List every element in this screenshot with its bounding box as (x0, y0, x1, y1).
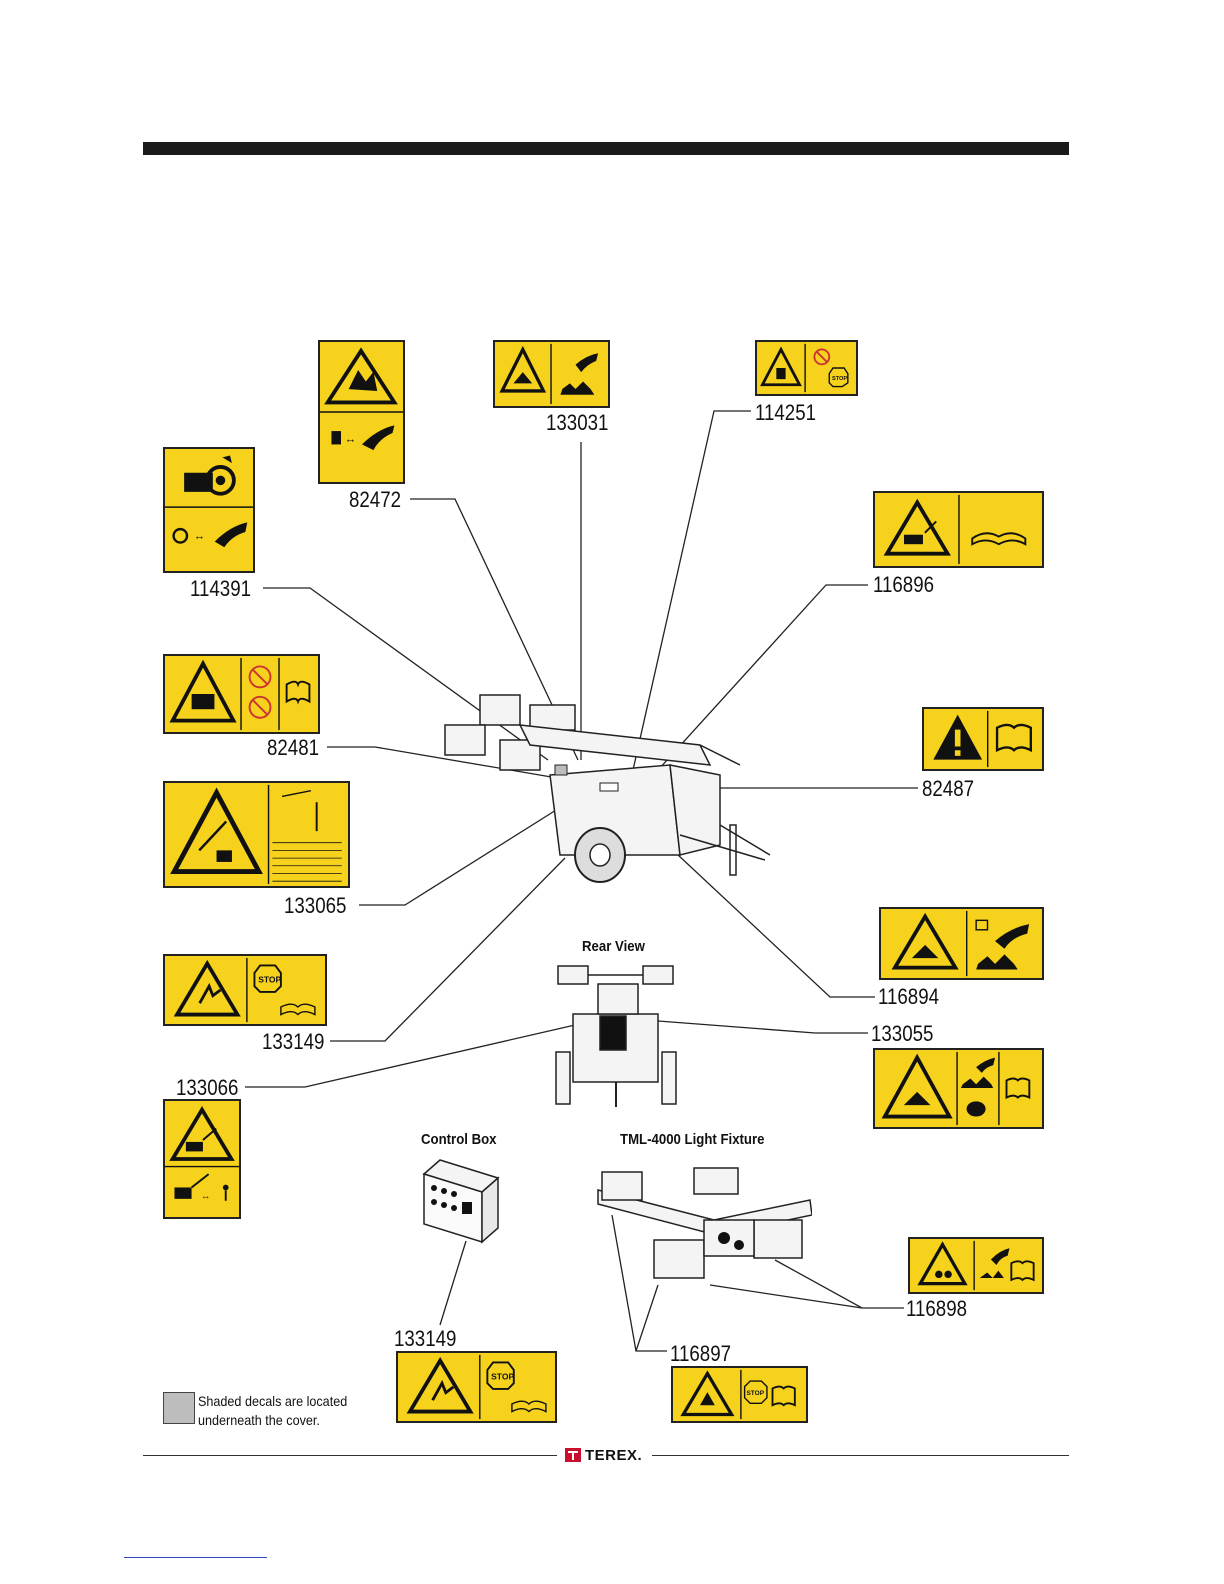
decal-116897: STOP (671, 1366, 808, 1423)
part-number: 133065 (284, 895, 346, 917)
electric-shock-warning-icon: STOP (398, 1353, 555, 1421)
electric-shock-warning-icon: STOP (165, 956, 325, 1024)
part-number: 133066 (176, 1077, 238, 1099)
decal-133031 (493, 340, 610, 408)
electrocution-warning-icon (165, 783, 348, 886)
brand-text: TEREX. (585, 1447, 642, 1464)
hot-surface-warning-icon (495, 342, 608, 406)
decal-82472: ↔ (318, 340, 405, 484)
header-rule (143, 142, 1069, 155)
battery-explosion-warning-icon (165, 656, 318, 732)
decal-114251: STOP (755, 340, 858, 396)
svg-text:STOP: STOP (832, 376, 847, 382)
legend-line-1: Shaded decals are located (198, 1392, 347, 1411)
part-number: 133149 (394, 1328, 456, 1350)
decal-133065 (163, 781, 350, 888)
control-box-caption: Control Box (421, 1131, 497, 1148)
decal-133149: STOP (163, 954, 327, 1026)
pinch-warning-icon: ↔ (320, 342, 403, 482)
footer-rule-right (652, 1455, 1069, 1456)
light-fixture-caption: TML-4000 Light Fixture (620, 1131, 764, 1148)
svg-text:STOP: STOP (258, 974, 281, 984)
part-number: 133055 (871, 1023, 933, 1045)
control-box-illustration (418, 1156, 500, 1244)
legend-line-2: underneath the cover. (198, 1411, 347, 1430)
belt-entanglement-icon: ↔ (165, 449, 253, 571)
part-number: 116896 (873, 574, 934, 596)
decal-82481 (163, 654, 320, 734)
page-link-underline[interactable] (124, 1557, 267, 1558)
part-number: 116898 (906, 1298, 967, 1320)
part-number: 116894 (878, 986, 939, 1008)
part-number: 82481 (267, 737, 319, 759)
shaded-legend-text: Shaded decals are located underneath the… (198, 1392, 347, 1430)
decal-133066: ↔ (163, 1099, 241, 1219)
light-fixture-illustration (594, 1160, 812, 1295)
svg-text:↔: ↔ (345, 434, 356, 446)
decal-114391: ↔ (163, 447, 255, 573)
decal-116896 (873, 491, 1044, 568)
mast-crush-warning-icon: ↔ (165, 1101, 239, 1217)
rear-view-caption: Rear View (582, 938, 645, 955)
svg-text:STOP: STOP (491, 1371, 514, 1381)
decal-133055 (873, 1048, 1044, 1129)
lamp-hot-warning-icon (910, 1239, 1042, 1292)
general-warning-icon (924, 709, 1042, 769)
part-number: 133031 (546, 412, 608, 434)
tip-over-warning-icon (875, 493, 1042, 566)
part-number: 116897 (670, 1343, 731, 1365)
decal-133149-control-box: STOP (396, 1351, 557, 1423)
hot-fluid-warning-icon (875, 1050, 1042, 1127)
svg-text:↔: ↔ (194, 531, 205, 543)
hot-exhaust-warning-icon (881, 909, 1042, 978)
light-tower-trailer-illustration (440, 685, 790, 885)
terex-emblem-icon (565, 1448, 581, 1462)
part-number: 82472 (349, 489, 401, 511)
part-number: 114391 (190, 578, 251, 600)
footer-rule-left (143, 1455, 557, 1456)
part-number: 133149 (262, 1031, 324, 1053)
svg-text:STOP: STOP (746, 1390, 764, 1397)
decal-116894 (879, 907, 1044, 980)
svg-text:↔: ↔ (201, 1191, 210, 1202)
decal-116898 (908, 1237, 1044, 1294)
lamp-explosion-warning-icon: STOP (673, 1368, 806, 1421)
shaded-legend-swatch (163, 1392, 195, 1424)
terex-logo: TEREX. (563, 1444, 647, 1466)
rear-view-illustration (548, 962, 688, 1112)
decal-82487 (922, 707, 1044, 771)
part-number: 114251 (755, 402, 816, 424)
fire-warning-icon: STOP (757, 342, 856, 394)
part-number: 82487 (922, 778, 974, 800)
